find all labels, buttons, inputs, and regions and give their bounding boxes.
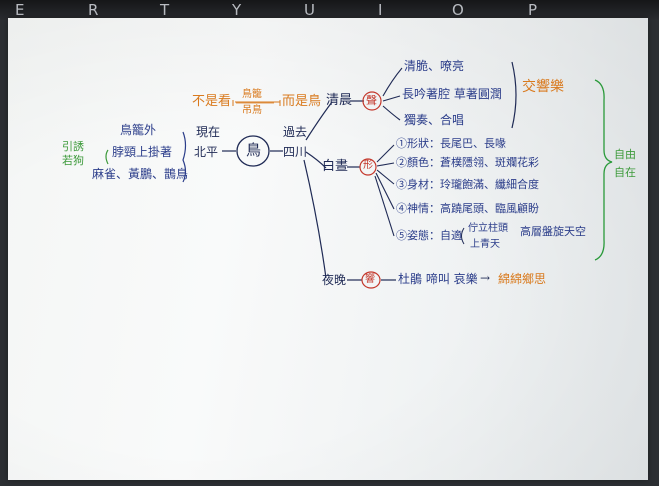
left-top-text: 鳥籠外 — [120, 123, 157, 137]
top-mid-upper: 鳥籠 — [242, 89, 262, 100]
night-circle-char: 響 — [365, 274, 375, 285]
day-line-2: ②顏色：蒼樸隱翎、斑斕花彩 — [396, 156, 539, 169]
top-left-text: 不是看 — [192, 94, 232, 109]
key-label: T — [160, 1, 170, 19]
day-circle-char: 形 — [363, 160, 373, 171]
top-right-text: 而是鳥 — [282, 94, 322, 109]
left-mid-text: 脖頸上掛著 — [112, 145, 173, 159]
paper-sheet — [8, 18, 648, 480]
key-label: Y — [232, 1, 242, 19]
past-place: 四川 — [283, 145, 308, 159]
morning-line-1: 清脆、嘹亮 — [404, 59, 465, 73]
morning-line-2: 長吟著腔 草著圓潤 — [402, 87, 502, 101]
day-label: 白晝 — [322, 159, 349, 174]
night-line: 杜鵑 啼叫 哀樂 — [398, 272, 478, 286]
day-pose-sub-2: 上青天 — [470, 239, 500, 250]
key-label: P — [528, 1, 538, 19]
top-mid-lower: 吊鳥 — [242, 105, 262, 116]
key-label: R — [88, 1, 99, 19]
keyboard-edge: E R T Y U I O P — [0, 0, 659, 20]
day-pose-tail: 高層盤旋天空 — [520, 225, 586, 238]
left-side-note: 引誘 若狗 — [62, 140, 84, 167]
night-label: 夜晚 — [322, 273, 347, 287]
day-line-4: ④神情：高蹺尾頭、臨風顧盼 — [396, 202, 539, 215]
paper-shading — [8, 18, 648, 480]
morning-line-3: 獨奏、合唱 — [404, 113, 465, 127]
night-arrow-icon: → — [480, 271, 491, 285]
now-label: 現在 — [196, 125, 221, 139]
night-arrow-tail: 綿綿鄉思 — [498, 272, 547, 286]
day-line-3: ③身材：玲瓏飽滿、纖細合度 — [396, 178, 539, 191]
past-label: 過去 — [283, 125, 308, 139]
key-label: E — [15, 1, 25, 19]
day-line-5: ⑤姿態：自適 — [396, 229, 462, 242]
day-pose-sub-1: 佇立柱頭 — [468, 223, 508, 234]
morning-circle-char: 聲 — [366, 94, 377, 107]
key-label: I — [378, 1, 383, 19]
key-label: O — [452, 1, 464, 19]
center-node: 鳥 — [246, 141, 262, 159]
morning-bracket-note: 交響樂 — [522, 79, 564, 95]
right-note: 自由 自在 — [614, 148, 636, 179]
key-label: U — [304, 1, 315, 19]
day-line-1: ①形狀：長尾巴、長喙 — [396, 137, 506, 150]
left-bottom-text: 麻雀、黃鵬、鵲鳥 — [92, 167, 189, 181]
now-place: 北平 — [194, 145, 219, 159]
morning-label: 清晨 — [326, 93, 353, 108]
